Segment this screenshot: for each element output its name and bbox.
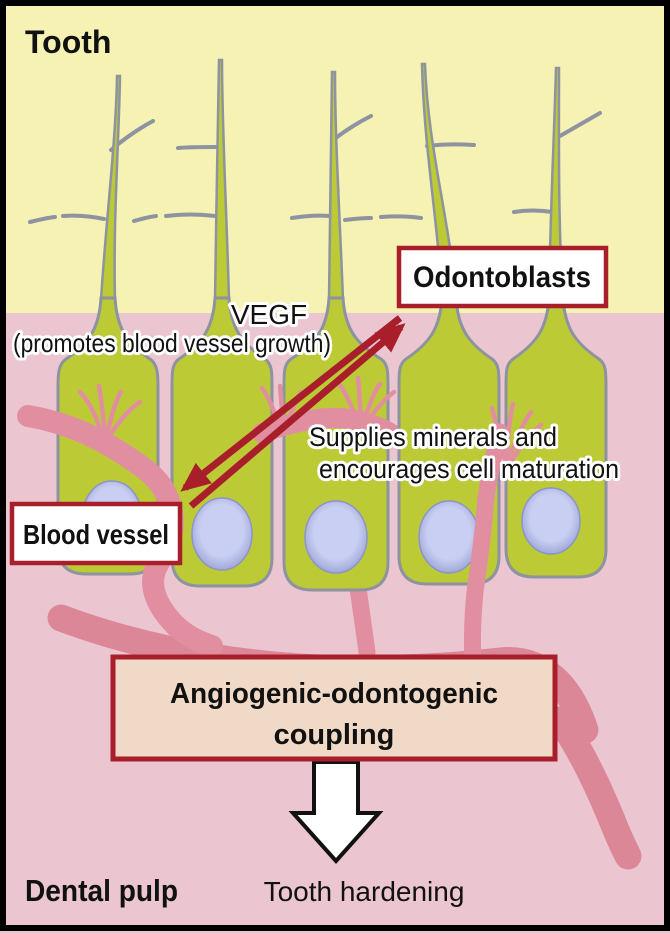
vegf-annotation-line1: VEGF xyxy=(231,299,307,330)
coupling-box-frame xyxy=(110,654,558,762)
blood-vessel-outlet xyxy=(546,706,642,870)
blood-vessel-branch xyxy=(463,423,509,669)
cell-nucleus xyxy=(418,500,480,574)
odontoblast-process-branches xyxy=(28,111,602,224)
coupling-box: Angiogenic-odontogenic coupling xyxy=(110,654,558,762)
coupling-label-line1: Angiogenic-odontogenic xyxy=(170,678,498,710)
cell-nucleus xyxy=(304,500,368,574)
vegf-annotation-line2: (promotes blood vessel growth) xyxy=(13,328,331,358)
cell-nucleus xyxy=(521,487,581,555)
tooth-region-label: Tooth xyxy=(25,24,111,60)
tooth-hardening-label: Tooth hardening xyxy=(264,876,465,907)
blood-vessel-label-box: Blood vessel xyxy=(9,501,183,566)
odontoblasts-box-frame xyxy=(396,245,609,309)
dental-pulp-region-label: Dental pulp xyxy=(25,873,178,908)
supplies-annotation-line1: Supplies minerals and xyxy=(309,422,557,452)
blood-vessel-box-frame xyxy=(9,501,183,566)
blood-vessel-label: Blood vessel xyxy=(23,519,169,550)
supplies-annotation-line2: encourages cell maturation xyxy=(319,454,619,484)
coupling-label-line2: coupling xyxy=(274,719,395,751)
cell-nucleus xyxy=(191,497,253,571)
arrow-to-odontoblasts xyxy=(188,323,406,509)
coupling-arrows xyxy=(180,315,406,509)
arrow-to-blood-vessel xyxy=(180,315,403,492)
odontoblasts-label-box: Odontoblasts xyxy=(396,245,609,309)
odontoblasts-label: Odontoblasts xyxy=(413,261,591,294)
down-arrow-icon xyxy=(288,760,384,864)
